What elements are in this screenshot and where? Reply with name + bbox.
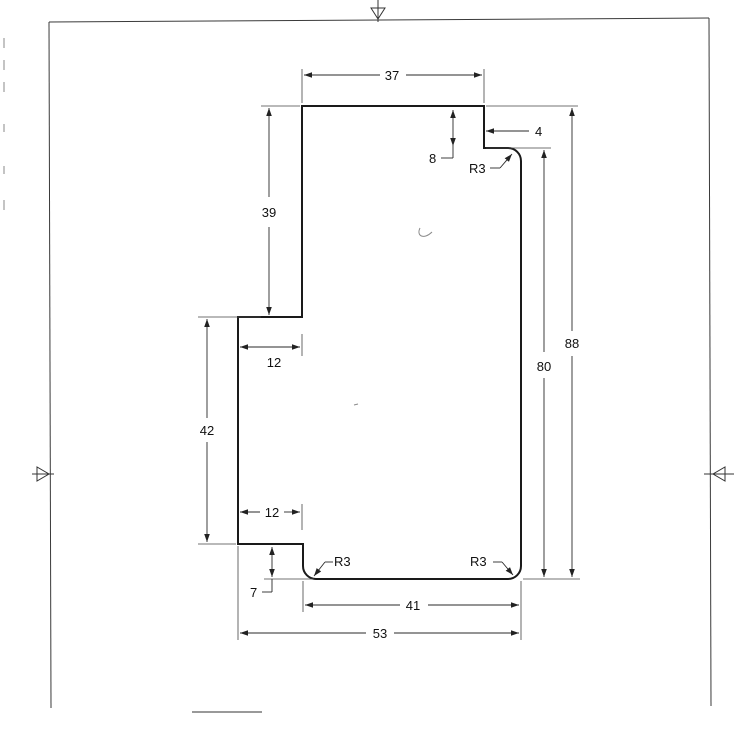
sheet-frame: [48, 17, 712, 709]
centering-mark-right: [704, 466, 734, 482]
dimension-step-right: 4: [486, 124, 542, 139]
radius-callout-top-right: R3: [469, 153, 513, 176]
centering-mark-top: [370, 0, 386, 22]
dimension-total-width: 53: [240, 626, 519, 641]
centering-mark-left: [32, 466, 54, 482]
dim-label-total-height: 88: [565, 336, 579, 351]
dimension-notch-upper: 12: [240, 344, 300, 370]
dimension-step-down: 8: [429, 110, 456, 166]
dimension-notch-lower: 12: [240, 505, 300, 520]
dim-label-step-down: 8: [429, 151, 436, 166]
dim-label-bottom-width: 41: [406, 598, 420, 613]
dim-label-step-right: 4: [535, 124, 542, 139]
dimension-left-section-height: 42: [200, 319, 214, 542]
dim-label-upper-height: 39: [262, 205, 276, 220]
dimension-bottom-width: 41: [305, 598, 519, 613]
dim-label-top-width: 37: [385, 68, 399, 83]
dim-label-notch-lower: 12: [265, 505, 279, 520]
radius-callout-bottom-left: R3: [313, 554, 351, 577]
dimension-upper-height: 39: [262, 108, 276, 315]
dimension-top-width: 37: [304, 68, 482, 83]
dimension-total-height: 88: [565, 108, 579, 577]
part-outline: [237, 105, 522, 580]
dimension-inner-height: 80: [537, 150, 551, 577]
dimension-bottom-step: 7: [250, 547, 275, 600]
extension-lines: [198, 69, 580, 640]
scan-marks: [3, 38, 433, 713]
dim-label-total-width: 53: [373, 626, 387, 641]
radius-label-bottom-left: R3: [334, 554, 351, 569]
radius-callout-bottom-right: R3: [470, 554, 514, 576]
dim-label-inner-height: 80: [537, 359, 551, 374]
dim-label-bottom-step: 7: [250, 585, 257, 600]
dim-label-left-section-height: 42: [200, 423, 214, 438]
dim-label-notch-upper: 12: [267, 355, 281, 370]
radius-label-bottom-right: R3: [470, 554, 487, 569]
radius-label-top-right: R3: [469, 161, 486, 176]
